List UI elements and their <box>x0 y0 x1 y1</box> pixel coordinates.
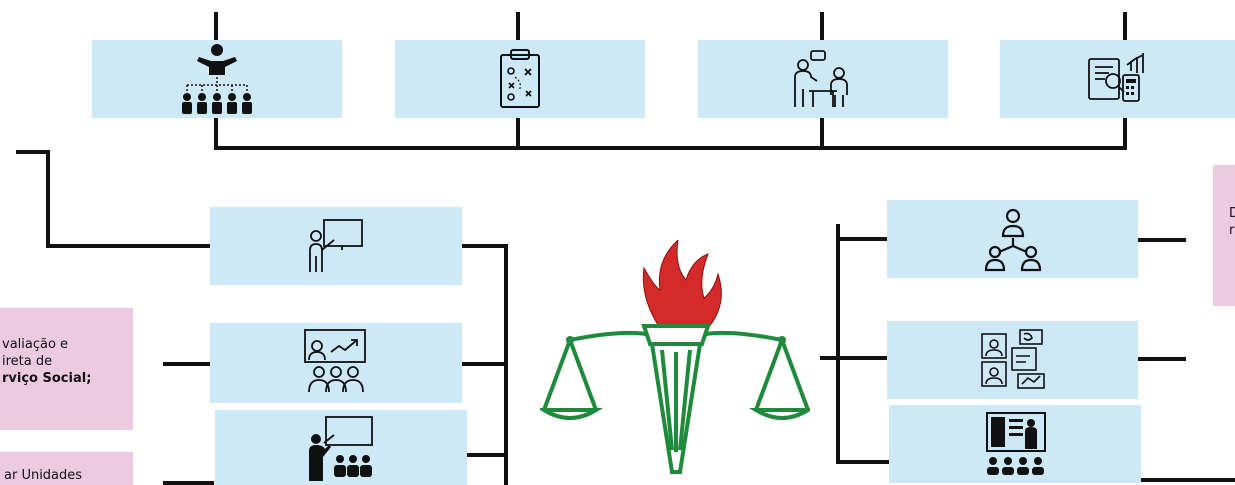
clipboard-strategy-icon <box>500 49 540 108</box>
network-people-icon <box>984 208 1041 272</box>
left-note-2-line-1: ar Unidades <box>4 468 83 483</box>
online-presentation-icon <box>986 412 1046 475</box>
left-note-1-line-1: valiação e <box>2 337 69 352</box>
leader-team-hierarchy-icon <box>182 44 252 114</box>
left-box-teaching <box>210 207 462 285</box>
report-analysis-calculator-icon <box>1087 53 1144 102</box>
teacher-whiteboard-icon <box>309 219 363 272</box>
top-box-leadership <box>92 40 342 118</box>
lecture-group-icon <box>309 415 373 481</box>
left-box-presentation <box>210 323 462 403</box>
left-note-1-line-3: rviço Social; <box>2 371 92 386</box>
video-call-collaboration-icon <box>980 329 1045 389</box>
right-box-network <box>887 200 1138 278</box>
left-note-1-line-2: ireta de <box>2 354 53 369</box>
presentation-audience-icon <box>304 329 366 393</box>
top-box-strategy <box>395 40 645 118</box>
meeting-discussion-icon <box>794 50 848 107</box>
right-box-online-presentation <box>889 405 1141 483</box>
left-note-1: valiação e ireta de rviço Social; <box>0 308 133 430</box>
right-box-collaboration <box>887 321 1138 399</box>
right-note: D r <box>1213 165 1235 306</box>
left-note-2: ar Unidades <box>0 452 133 485</box>
right-note-line-2: r <box>1229 223 1235 238</box>
right-note-line-1: D <box>1229 206 1235 221</box>
left-box-lecture <box>215 410 467 485</box>
top-box-analysis <box>1000 40 1235 118</box>
top-box-meeting <box>698 40 948 118</box>
torch-scales-of-justice-emblem <box>540 240 810 474</box>
